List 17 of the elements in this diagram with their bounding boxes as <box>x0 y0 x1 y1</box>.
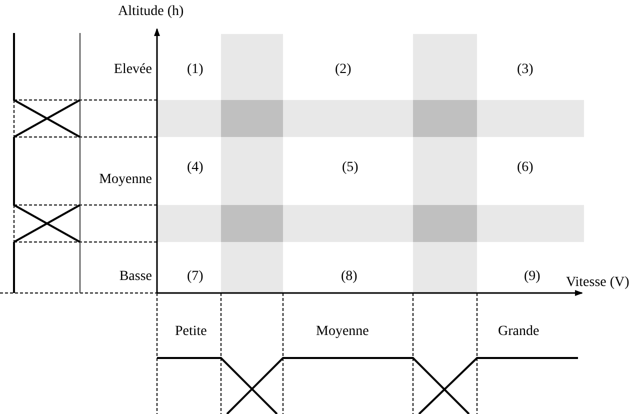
region-number: (8) <box>341 269 358 285</box>
axis-title: Altitude (h) <box>118 4 184 20</box>
row-label: Moyenne <box>99 172 152 188</box>
row-label: Basse <box>119 269 152 285</box>
region-number: (7) <box>187 269 204 285</box>
region-number: (2) <box>335 62 352 78</box>
region-number: (5) <box>342 160 358 176</box>
region-number: (4) <box>187 160 204 176</box>
column-label: Petite <box>175 324 207 340</box>
row-label: Elevée <box>114 62 152 78</box>
region-number: (1) <box>187 62 204 78</box>
region-number: (9) <box>524 269 540 285</box>
column-label: Moyenne <box>316 324 369 340</box>
region-number: (3) <box>517 62 534 78</box>
column-label: Grande <box>498 324 540 340</box>
axis-title: Vitesse (V) <box>566 275 630 291</box>
region-number: (6) <box>517 160 534 176</box>
